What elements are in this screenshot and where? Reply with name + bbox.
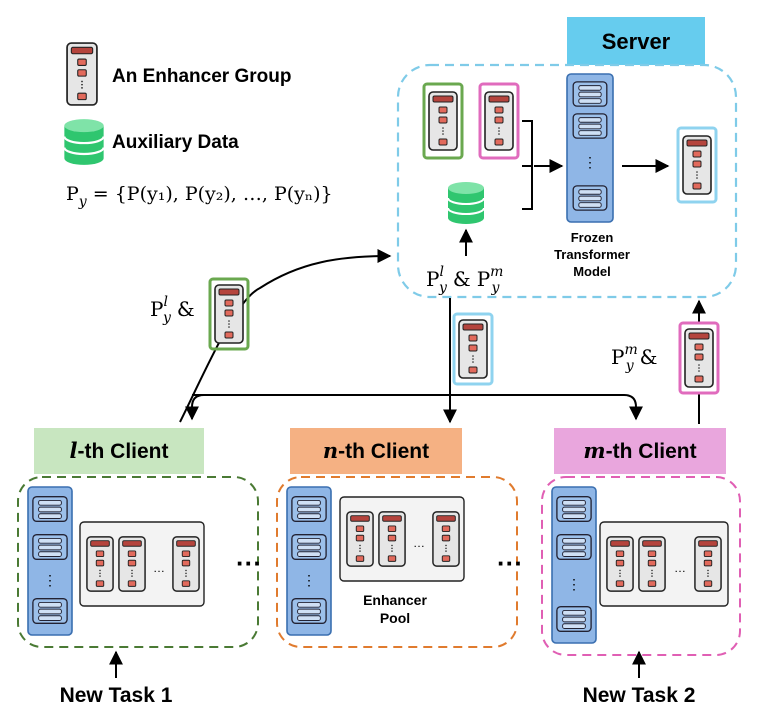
client-l-upload-frame bbox=[208, 277, 250, 351]
server-title-box bbox=[567, 17, 705, 65]
client-n-title: n-th Client bbox=[323, 438, 429, 463]
enhancer-group-icon bbox=[378, 511, 406, 567]
server-auxiliary-data-icon bbox=[446, 180, 486, 226]
legend: An Enhancer Group Auxiliary Data Py = {P… bbox=[63, 42, 333, 210]
client-n: n-th Client ⋮ … bbox=[276, 428, 518, 648]
client-m: m-th Client ⋮ … bbox=[541, 428, 741, 656]
enhancer-group-icon bbox=[172, 536, 200, 592]
enhancer-group-icon bbox=[66, 42, 98, 106]
legend-auxdata-label: Auxiliary Data bbox=[112, 132, 239, 153]
client-gap-dots-right: ··· bbox=[497, 548, 523, 578]
client-l-backbone: ⋮ bbox=[27, 486, 73, 636]
distribute-left-arrow bbox=[185, 394, 205, 421]
legend-enhancer-label: An Enhancer Group bbox=[112, 66, 291, 87]
client-m-enhancer-frame bbox=[478, 82, 520, 160]
pool-label-2: Pool bbox=[380, 610, 410, 626]
client-n-box bbox=[276, 476, 518, 648]
svg-text:⋮: ⋮ bbox=[302, 572, 316, 588]
download-enhancer-icon bbox=[458, 319, 488, 379]
server-box bbox=[396, 63, 738, 299]
client-m-title: m-th Client bbox=[583, 438, 696, 463]
client-l-upload-enhancer-icon bbox=[214, 284, 244, 344]
svg-text:⋮: ⋮ bbox=[567, 576, 581, 592]
client-m-enhancer-icon bbox=[484, 91, 514, 151]
server-title: Server bbox=[602, 29, 671, 54]
svg-text:⋮: ⋮ bbox=[583, 154, 597, 170]
client-n-backbone: ⋮ bbox=[286, 486, 332, 636]
aggregated-enhancer-frame bbox=[676, 126, 718, 204]
client-m-title-box bbox=[554, 428, 726, 474]
client-l: l-th Client ⋮ … bbox=[17, 428, 259, 648]
client-l-title: l-th Client bbox=[70, 438, 169, 463]
model-label-3: Model bbox=[573, 264, 611, 279]
aggregated-enhancer-icon bbox=[682, 135, 712, 195]
frozen-transformer-model: ⋮ Frozen Transformer Model bbox=[554, 73, 630, 279]
enhancer-group-icon bbox=[606, 536, 634, 592]
merge-bracket bbox=[522, 120, 533, 210]
enhancer-group-icon bbox=[432, 511, 460, 567]
prompt-set-formula: Py = {P(y₁), P(y₂), …, P(yₙ)} bbox=[66, 183, 333, 210]
client-n-title-box bbox=[290, 428, 462, 474]
enhancer-group-icon bbox=[346, 511, 374, 567]
new-task-1-label: New Task 1 bbox=[60, 684, 173, 707]
enhancer-group-icon bbox=[118, 536, 146, 592]
pool-ellipsis: … bbox=[153, 561, 165, 575]
enhancer-group-icon bbox=[638, 536, 666, 592]
client-m-backbone: ⋮ bbox=[551, 486, 597, 644]
enhancer-group-icon bbox=[694, 536, 722, 592]
pool-ellipsis: … bbox=[674, 561, 686, 575]
distribute-right-arrow bbox=[192, 394, 643, 421]
client-gap-dots-left: ··· bbox=[236, 548, 262, 578]
client-l-box bbox=[17, 476, 259, 648]
enhancer-group-icon bbox=[86, 536, 114, 592]
client-l-enhancer-frame bbox=[422, 82, 464, 160]
model-label-2: Transformer bbox=[554, 247, 630, 262]
pool-ellipsis: … bbox=[413, 536, 425, 550]
model-label-1: Frozen bbox=[571, 230, 614, 245]
svg-text:⋮: ⋮ bbox=[43, 572, 57, 588]
auxiliary-data-icon bbox=[63, 118, 105, 166]
client-l-upload-arrow bbox=[179, 249, 392, 423]
client-l-title-box bbox=[34, 428, 204, 474]
clients: l-th Client ⋮ … n-th Client ⋮ … m-th Client ⋮ … bbox=[17, 428, 741, 656]
pool-label-1: Enhancer bbox=[363, 592, 427, 608]
new-task-2-label: New Task 2 bbox=[583, 684, 696, 707]
client-m-upload-enhancer-icon bbox=[684, 328, 714, 388]
client-m-box bbox=[541, 476, 741, 656]
client-l-enhancer-icon bbox=[428, 91, 458, 151]
